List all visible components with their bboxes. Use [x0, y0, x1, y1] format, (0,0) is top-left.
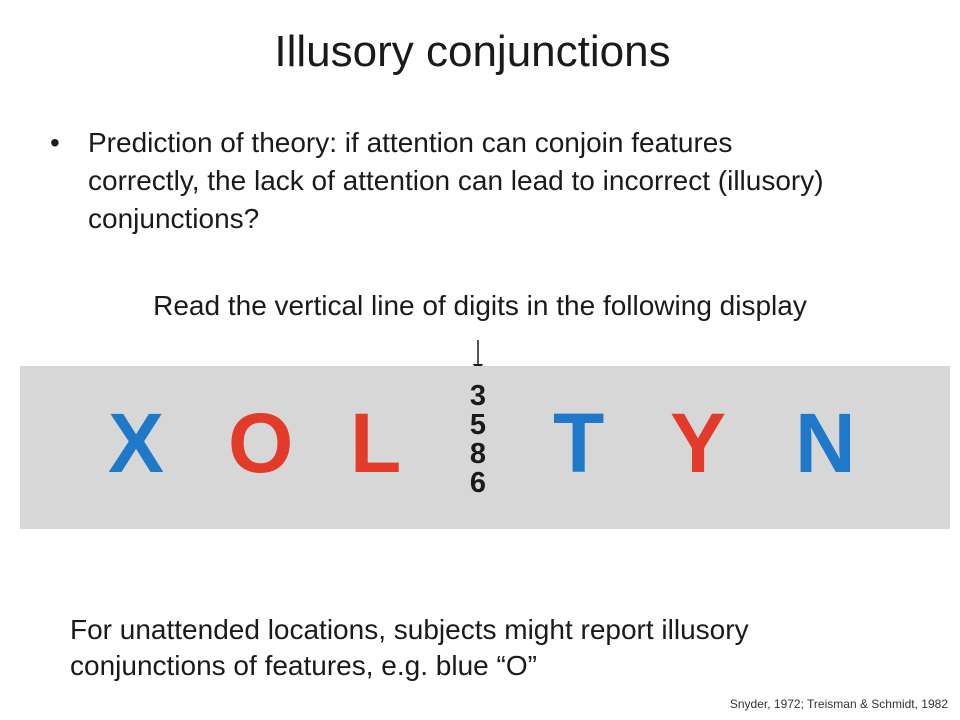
bullet-text: Prediction of theory: if attention can c… [88, 127, 824, 234]
digit-column: 3 5 8 6 [462, 382, 494, 498]
stimulus-letter: T [553, 396, 605, 490]
stimulus-letter: X [108, 396, 165, 490]
citation: Snyder, 1972; Treisman & Schmidt, 1982 [729, 697, 948, 711]
stimulus-letter: O [228, 396, 294, 490]
digit: 6 [469, 467, 487, 499]
digit: 3 [469, 380, 487, 412]
slide-title: Illusory conjunctions [274, 27, 671, 76]
stimulus-letter: Y [670, 396, 727, 490]
instruction-text: Read the vertical line of digits in the … [153, 290, 807, 321]
conclusion-text: For unattended locations, subjects might… [70, 614, 749, 681]
stimulus-letter: L [350, 396, 402, 490]
digit: 8 [469, 438, 487, 470]
stimulus-letter: N [795, 396, 856, 490]
digit: 5 [469, 409, 487, 441]
bullet-marker: • [50, 127, 60, 158]
stimulus-display-panel [20, 366, 950, 529]
